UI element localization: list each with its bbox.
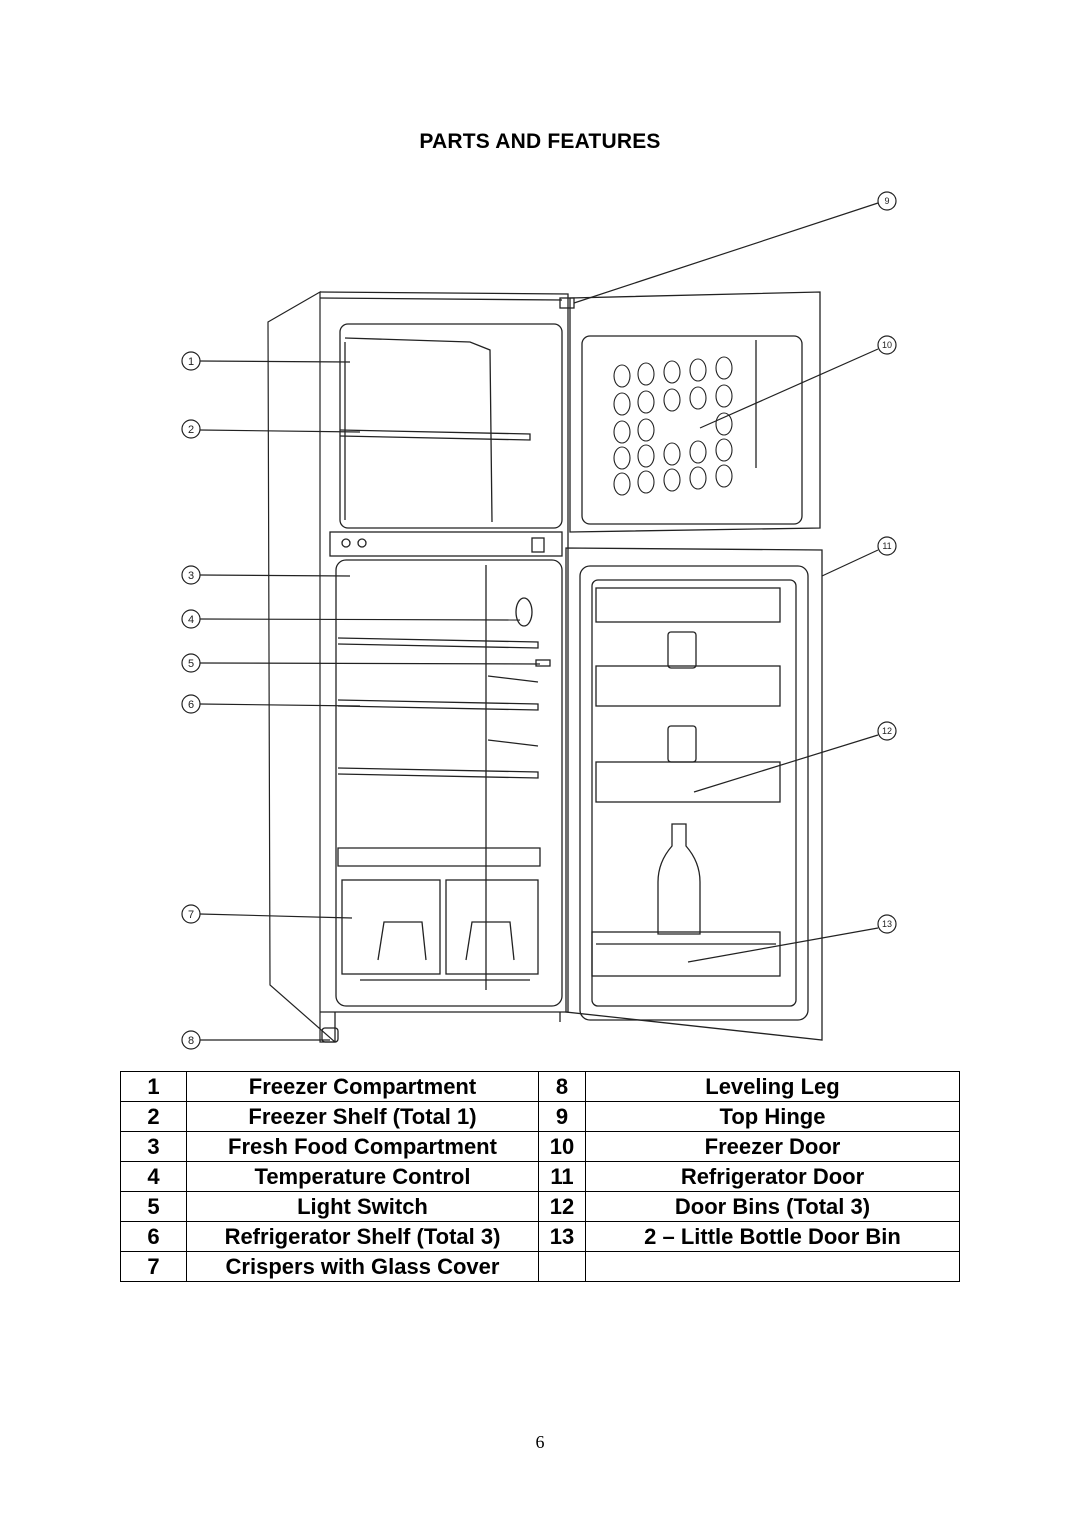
door-bin-1 bbox=[595, 587, 781, 623]
fresh-food-compartment bbox=[335, 559, 563, 1007]
table-row: 2 Freezer Shelf (Total 1) 9 Top Hinge bbox=[120, 1101, 960, 1132]
cabinet bbox=[267, 290, 569, 1043]
door-bin-2 bbox=[595, 665, 781, 707]
refrigerator-shelf bbox=[337, 637, 539, 649]
table-row: 6 Refrigerator Shelf (Total 3) 13 2 – Li… bbox=[120, 1221, 960, 1252]
part-name: Refrigerator Door bbox=[585, 1161, 960, 1192]
part-number: 10 bbox=[538, 1131, 586, 1162]
part-number: 3 bbox=[120, 1131, 187, 1162]
callout-12-label: 12 bbox=[882, 726, 892, 736]
part-number: 7 bbox=[120, 1251, 187, 1282]
part-name: Temperature Control bbox=[186, 1161, 539, 1192]
parts-table: 1 Freezer Compartment 8 Leveling Leg 2 F… bbox=[120, 1071, 960, 1282]
part-name: Leveling Leg bbox=[585, 1071, 960, 1102]
part-number: 13 bbox=[538, 1221, 586, 1252]
part-number bbox=[538, 1251, 586, 1282]
table-row: 5 Light Switch 12 Door Bins (Total 3) bbox=[120, 1191, 960, 1222]
part-name bbox=[585, 1251, 960, 1282]
part-number: 4 bbox=[120, 1161, 187, 1192]
bottle bbox=[657, 823, 701, 935]
part-name: Freezer Compartment bbox=[186, 1071, 539, 1102]
refrigerator-diagram: 1 2 3 4 5 6 7 8 9 10 11 12 13 bbox=[181, 191, 897, 1050]
refrigerator-shelf bbox=[337, 767, 539, 779]
callout-6-label: 6 bbox=[188, 699, 194, 711]
part-number: 2 bbox=[120, 1101, 187, 1132]
table-row: 1 Freezer Compartment 8 Leveling Leg bbox=[120, 1071, 960, 1102]
freezer-compartment bbox=[339, 323, 563, 529]
table-row: 3 Fresh Food Compartment 10 Freezer Door bbox=[120, 1131, 960, 1162]
control-strip bbox=[329, 531, 563, 557]
crisper-glass-cover bbox=[337, 847, 541, 867]
callout-3-label: 3 bbox=[188, 570, 194, 582]
table-row: 4 Temperature Control 11 Refrigerator Do… bbox=[120, 1161, 960, 1192]
freezer-shelf bbox=[339, 429, 531, 441]
callout-11-label: 11 bbox=[882, 541, 891, 551]
door-bin-3 bbox=[595, 761, 781, 803]
crisper-left bbox=[341, 879, 441, 975]
refrigerator-door bbox=[565, 547, 823, 1041]
callout-7-label: 7 bbox=[188, 909, 194, 921]
callout-9-label: 9 bbox=[884, 196, 889, 206]
callout-13-label: 13 bbox=[882, 919, 892, 929]
callout-9 bbox=[877, 191, 897, 211]
part-number: 12 bbox=[538, 1191, 586, 1222]
part-number: 6 bbox=[120, 1221, 187, 1252]
part-name: Top Hinge bbox=[585, 1101, 960, 1132]
part-name: Door Bins (Total 3) bbox=[585, 1191, 960, 1222]
part-name: Fresh Food Compartment bbox=[186, 1131, 539, 1162]
part-number: 5 bbox=[120, 1191, 187, 1222]
leveling-leg bbox=[321, 1027, 339, 1043]
callout-2 bbox=[181, 419, 201, 439]
callout-12 bbox=[877, 721, 897, 741]
freezer-door bbox=[569, 291, 821, 533]
callout-1-label: 1 bbox=[188, 356, 194, 368]
callout-10 bbox=[877, 335, 897, 355]
callout-10-label: 10 bbox=[882, 340, 892, 350]
page-title: PARTS AND FEATURES bbox=[419, 130, 661, 153]
part-number: 11 bbox=[538, 1161, 586, 1192]
part-name: Freezer Shelf (Total 1) bbox=[186, 1101, 539, 1132]
callout-5-label: 5 bbox=[188, 658, 194, 670]
callout-11 bbox=[877, 536, 897, 556]
callouts-right bbox=[573, 191, 897, 963]
crisper-right bbox=[445, 879, 539, 975]
little-bottle-door-bin bbox=[591, 931, 781, 977]
part-name: Crispers with Glass Cover bbox=[186, 1251, 539, 1282]
temperature-control bbox=[515, 597, 533, 627]
callout-13 bbox=[877, 914, 897, 934]
part-number: 8 bbox=[538, 1071, 586, 1102]
part-name: 2 – Little Bottle Door Bin bbox=[585, 1221, 960, 1252]
part-number: 1 bbox=[120, 1071, 187, 1102]
part-name: Light Switch bbox=[186, 1191, 539, 1222]
refrigerator-shelf bbox=[337, 699, 539, 711]
light-switch bbox=[535, 659, 551, 667]
callouts-left bbox=[181, 351, 541, 1050]
part-name: Refrigerator Shelf (Total 3) bbox=[186, 1221, 539, 1252]
part-name: Freezer Door bbox=[585, 1131, 960, 1162]
page-number: 6 bbox=[535, 1432, 545, 1452]
callout-2-label: 2 bbox=[188, 424, 194, 436]
part-number: 9 bbox=[538, 1101, 586, 1132]
ice-cube-tray bbox=[613, 356, 733, 496]
table-row: 7 Crispers with Glass Cover bbox=[120, 1251, 960, 1282]
top-hinge bbox=[559, 297, 575, 309]
callout-4-label: 4 bbox=[188, 614, 194, 626]
callout-8-label: 8 bbox=[188, 1035, 194, 1047]
